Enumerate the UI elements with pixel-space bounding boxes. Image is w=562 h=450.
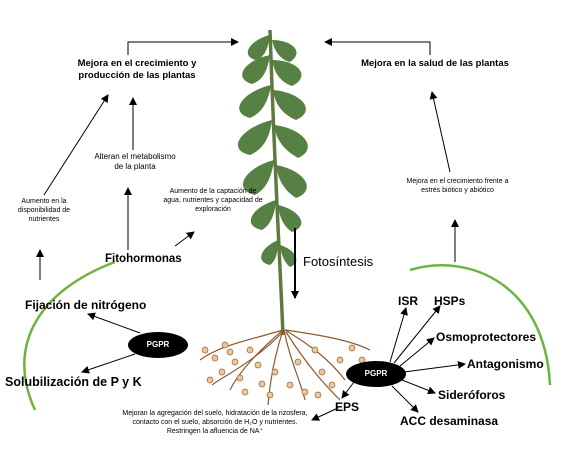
- nitrogen-label: Fijación de nitrógeno: [25, 298, 147, 312]
- stress-label: Mejora en el crecimiento frente a estrés…: [406, 178, 509, 194]
- nutrients-label: Aumento en la disponibilidad de nutrient…: [17, 198, 71, 223]
- solubilization-label: Solubilización de P y K: [5, 375, 142, 389]
- metabolism-label: Alteran el metabolismo de la planta: [94, 152, 176, 171]
- pgpr-left-oval: [128, 332, 188, 358]
- pgpr-left-label: PGPR: [146, 340, 170, 349]
- pgpr-right-label: PGPR: [364, 369, 388, 378]
- health-label: Mejora en la salud de las plantas: [361, 58, 509, 69]
- pgpr-right-oval: [346, 361, 406, 387]
- siderophores-label: Sideróforos: [438, 388, 506, 402]
- growth-label: Mejora en el crecimiento y producción de…: [77, 58, 197, 81]
- phytohormones-label: Fitohormonas: [105, 253, 182, 265]
- flow-arrows: [36, 38, 466, 421]
- left-green-arc: [23, 260, 116, 411]
- photosynthesis-label: Fotosíntesis: [303, 254, 374, 269]
- hsps-label: HSPs: [434, 294, 466, 308]
- uptake-label: Aumento de la captación de agua, nutrien…: [163, 188, 263, 213]
- soil-label: Mejoran la agregación del suelo, hidrata…: [122, 410, 308, 435]
- osmoprotectors-label: Osmoprotectores: [436, 330, 537, 344]
- plant-illustration: [199, 29, 371, 406]
- eps-label: EPS: [335, 400, 360, 414]
- isr-label: ISR: [398, 294, 419, 308]
- acc-label: ACC desaminasa: [400, 414, 499, 428]
- antagonism-label: Antagonismo: [467, 357, 544, 371]
- right-green-arc: [409, 264, 552, 386]
